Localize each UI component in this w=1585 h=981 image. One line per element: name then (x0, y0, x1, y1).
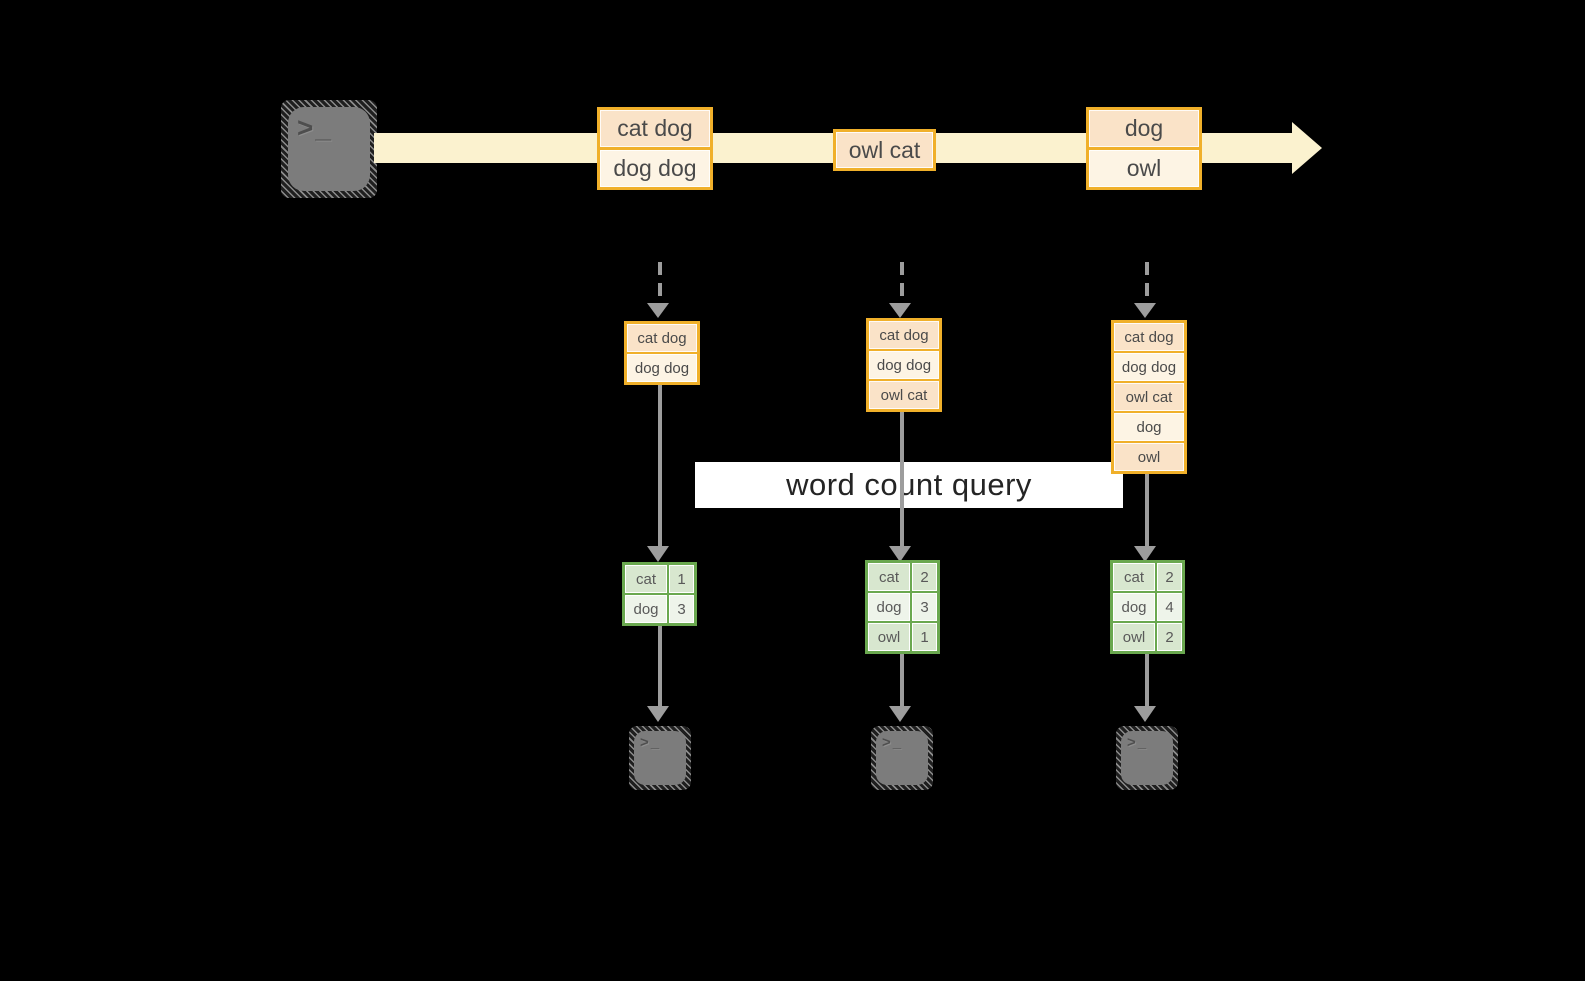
output-terminal-icon-3: >_ (1116, 726, 1178, 790)
connector-arrow (1145, 472, 1149, 546)
stream-record: owl (1089, 150, 1199, 187)
terminal-prompt-glyph: >_ (882, 734, 904, 751)
word-cell: cat (1113, 563, 1155, 591)
count-table-1: cat 1 dog 3 (622, 562, 697, 626)
output-terminal-icon-1: >_ (629, 726, 691, 790)
state-record: owl cat (1114, 383, 1184, 411)
connector-arrow (1145, 654, 1149, 706)
arrowhead-icon (647, 706, 669, 722)
connector-arrow (658, 383, 662, 546)
stream-batch-3: dog owl (1086, 107, 1202, 190)
state-record: dog dog (627, 354, 697, 382)
word-cell: dog (1113, 593, 1155, 621)
word-cell: cat (625, 565, 667, 593)
word-cell: dog (625, 595, 667, 623)
count-table-3: cat 2 dog 4 owl 2 (1110, 560, 1185, 654)
stream-record: dog (1089, 110, 1199, 147)
terminal-screen (876, 731, 928, 785)
count-cell: 2 (1157, 563, 1182, 591)
state-record: cat dog (627, 324, 697, 352)
state-buffer-3: cat dog dog dog owl cat dog owl (1111, 320, 1187, 474)
state-buffer-2: cat dog dog dog owl cat (866, 318, 942, 412)
state-record: cat dog (869, 321, 939, 349)
state-record: dog dog (1114, 353, 1184, 381)
arrowhead-icon (1134, 303, 1156, 318)
stream-record: cat dog (600, 110, 710, 147)
query-label-band: word count query (695, 462, 1123, 508)
state-record: dog dog (869, 351, 939, 379)
arrowhead-icon (647, 303, 669, 318)
count-cell: 3 (669, 595, 694, 623)
count-cell: 1 (912, 623, 937, 651)
state-buffer-1: cat dog dog dog (624, 321, 700, 385)
stream-batch-2: owl cat (833, 129, 936, 171)
word-cell: cat (868, 563, 910, 591)
stream-arrowhead-icon (1292, 122, 1322, 174)
arrowhead-icon (1134, 706, 1156, 722)
connector-arrow (658, 626, 662, 706)
stream-record: owl cat (836, 132, 933, 168)
state-record: owl (1114, 443, 1184, 471)
arrowhead-icon (889, 303, 911, 318)
dashed-arrow (658, 262, 662, 304)
stream-batch-1: cat dog dog dog (597, 107, 713, 190)
state-record: cat dog (1114, 323, 1184, 351)
connector-arrow (900, 410, 904, 546)
count-cell: 4 (1157, 593, 1182, 621)
source-terminal-icon: >_ (281, 100, 377, 198)
state-record: dog (1114, 413, 1184, 441)
terminal-prompt-glyph: >_ (297, 112, 333, 143)
connector-arrow (900, 654, 904, 706)
arrowhead-icon (889, 546, 911, 562)
dashed-arrow (900, 262, 904, 304)
count-cell: 1 (669, 565, 694, 593)
count-cell: 2 (1157, 623, 1182, 651)
arrowhead-icon (1134, 546, 1156, 562)
arrowhead-icon (647, 546, 669, 562)
count-table-2: cat 2 dog 3 owl 1 (865, 560, 940, 654)
terminal-screen (288, 107, 370, 191)
query-label: word count query (786, 467, 1032, 502)
output-terminal-icon-2: >_ (871, 726, 933, 790)
dashed-arrow (1145, 262, 1149, 304)
terminal-screen (1121, 731, 1173, 785)
arrowhead-icon (889, 706, 911, 722)
terminal-prompt-glyph: >_ (1127, 734, 1149, 751)
terminal-screen (634, 731, 686, 785)
stream-record: dog dog (600, 150, 710, 187)
count-cell: 2 (912, 563, 937, 591)
word-cell: owl (1113, 623, 1155, 651)
count-cell: 3 (912, 593, 937, 621)
terminal-prompt-glyph: >_ (640, 734, 662, 751)
word-cell: owl (868, 623, 910, 651)
word-cell: dog (868, 593, 910, 621)
state-record: owl cat (869, 381, 939, 409)
